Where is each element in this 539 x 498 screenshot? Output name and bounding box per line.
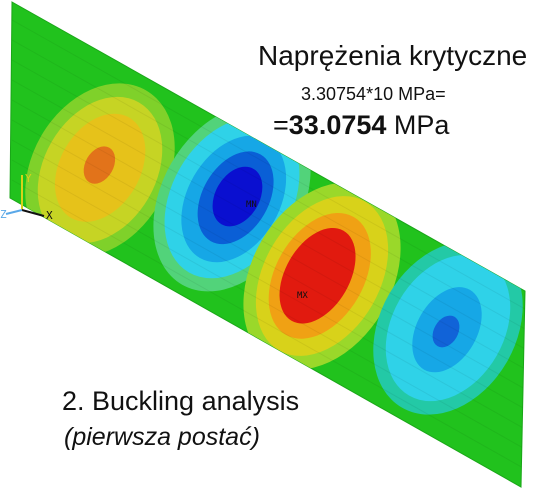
critical-stress-value-line: =33.0754 MPa — [273, 110, 449, 141]
critical-stress-title: Naprężenia krytyczne — [258, 40, 528, 71]
critical-stress-expression: 3.30754*10 MPa= — [301, 84, 446, 104]
stress-unit: MPa — [386, 110, 450, 140]
mesh-lines — [11, 19, 525, 470]
contour-bands — [11, 19, 525, 470]
triad-y-label: Y — [25, 172, 32, 185]
axis-triad: Y X Z — [0, 172, 53, 222]
critical-stress-value: 33.0754 — [288, 110, 387, 140]
max-marker: MX — [297, 291, 308, 301]
bulge-1-contours — [25, 83, 175, 257]
analysis-type-label: 2. Buckling analysis — [62, 386, 300, 416]
min-marker: MN — [246, 200, 257, 210]
equals-sign: = — [273, 110, 289, 140]
bulge-3-contours — [243, 182, 401, 370]
triad-x-label: X — [46, 209, 53, 222]
mode-shape-label: (pierwsza postać) — [64, 423, 260, 451]
bulge-4-contours — [373, 241, 523, 415]
triad-z-label: Z — [0, 208, 7, 221]
